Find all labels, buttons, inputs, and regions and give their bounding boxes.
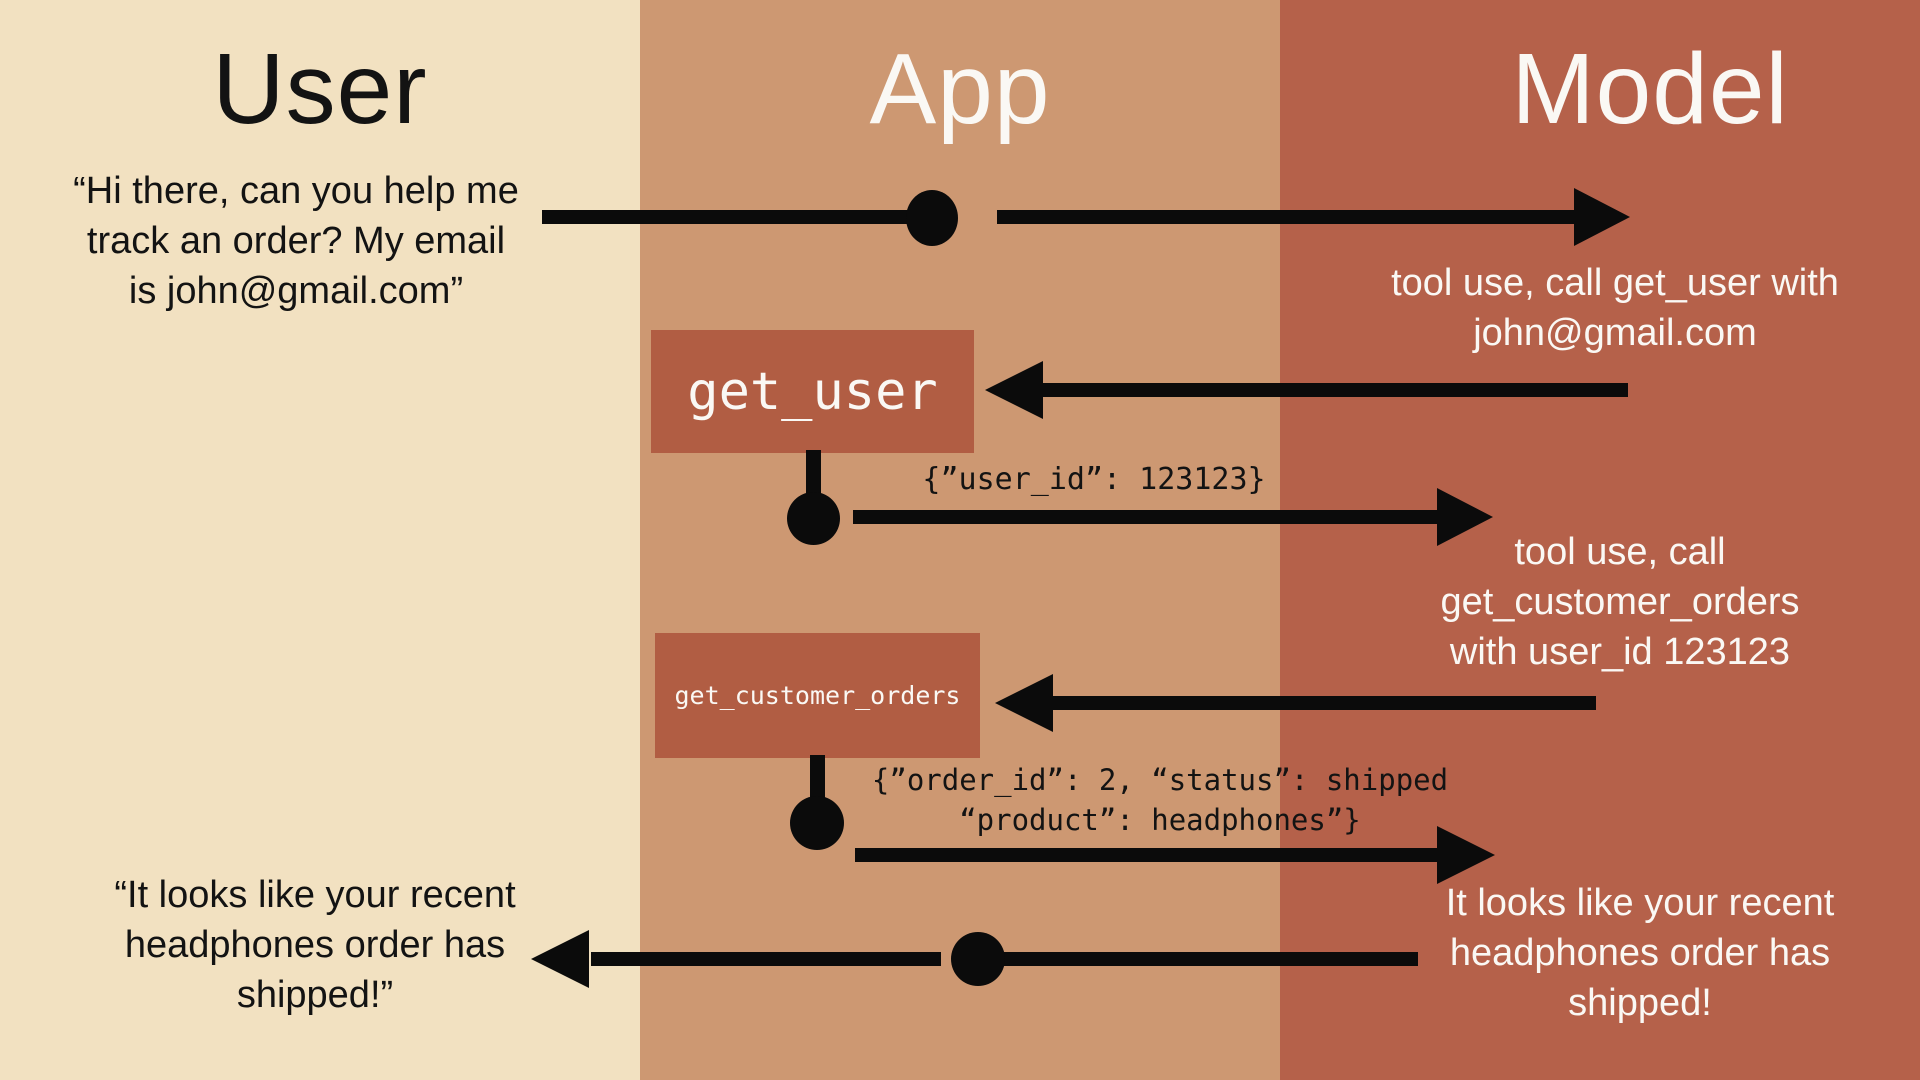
tool-stem (806, 450, 821, 502)
model-lane-title: Model (1511, 33, 1789, 145)
arrow-line (975, 952, 1418, 966)
model-tool-call-1-note: tool use, call get_user with john@gmail.… (1310, 258, 1920, 358)
tool-result-2-line: “product”: headphones”} (959, 803, 1361, 837)
model-note-line: john@gmail.com (1473, 312, 1757, 354)
user-reply-message: “It looks like your recent headphones or… (55, 870, 575, 1020)
user-lane-title: User (212, 33, 428, 145)
tool-result-2-line: {”order_id”: 2, “status”: shipped (871, 763, 1449, 797)
app-lane-title: App (869, 33, 1051, 145)
model-tool-call-2-note: tool use, call get_customer_orders with … (1320, 527, 1920, 677)
tool-box-label: get_customer_orders (674, 681, 961, 710)
model-note-line: tool use, call (1514, 531, 1726, 573)
user-request-line: track an order? My email (86, 220, 506, 262)
user-request-line: is john@gmail.com” (128, 270, 464, 312)
app-lifeline-dot (951, 932, 1005, 986)
tool-box-label: get_user (687, 361, 938, 422)
app-lifeline-dot (906, 190, 958, 246)
tool-result-1-json: {”user_id”: 123123} (922, 462, 1266, 497)
model-reply-note: It looks like your recent headphones ord… (1340, 878, 1920, 1028)
model-reply-line: It looks like your recent (1445, 882, 1835, 924)
model-note-line: with user_id 123123 (1449, 631, 1791, 673)
tool-stem (810, 755, 825, 803)
user-request-message: “Hi there, can you help me track an orde… (36, 166, 556, 316)
model-reply-line: shipped! (1568, 982, 1712, 1024)
model-note-line: tool use, call get_user with (1391, 262, 1839, 304)
arrow-line (542, 210, 912, 224)
arrow-line (855, 848, 1440, 862)
arrow-line (853, 510, 1443, 524)
tool-box-get-customer-orders: get_customer_orders (655, 633, 980, 758)
user-lane (0, 0, 640, 1080)
user-reply-line: shipped!” (236, 974, 394, 1016)
app-lifeline-dot (790, 796, 844, 850)
user-reply-line: headphones order has (124, 924, 506, 966)
user-reply-line: “It looks like your recent (114, 874, 516, 916)
arrow-line (1041, 383, 1628, 397)
app-lifeline-dot (787, 492, 840, 545)
user-request-line: “Hi there, can you help me (73, 170, 519, 212)
arrow-line (997, 210, 1582, 224)
model-reply-line: headphones order has (1449, 932, 1831, 974)
model-lane (1280, 0, 1920, 1080)
arrow-line (591, 952, 941, 966)
tool-box-get-user: get_user (651, 330, 974, 453)
app-lane (640, 0, 1280, 1080)
tool-result-2-json: {”order_id”: 2, “status”: shipped “produ… (860, 760, 1460, 840)
arrow-line (1050, 696, 1596, 710)
model-note-line: get_customer_orders (1440, 581, 1800, 623)
